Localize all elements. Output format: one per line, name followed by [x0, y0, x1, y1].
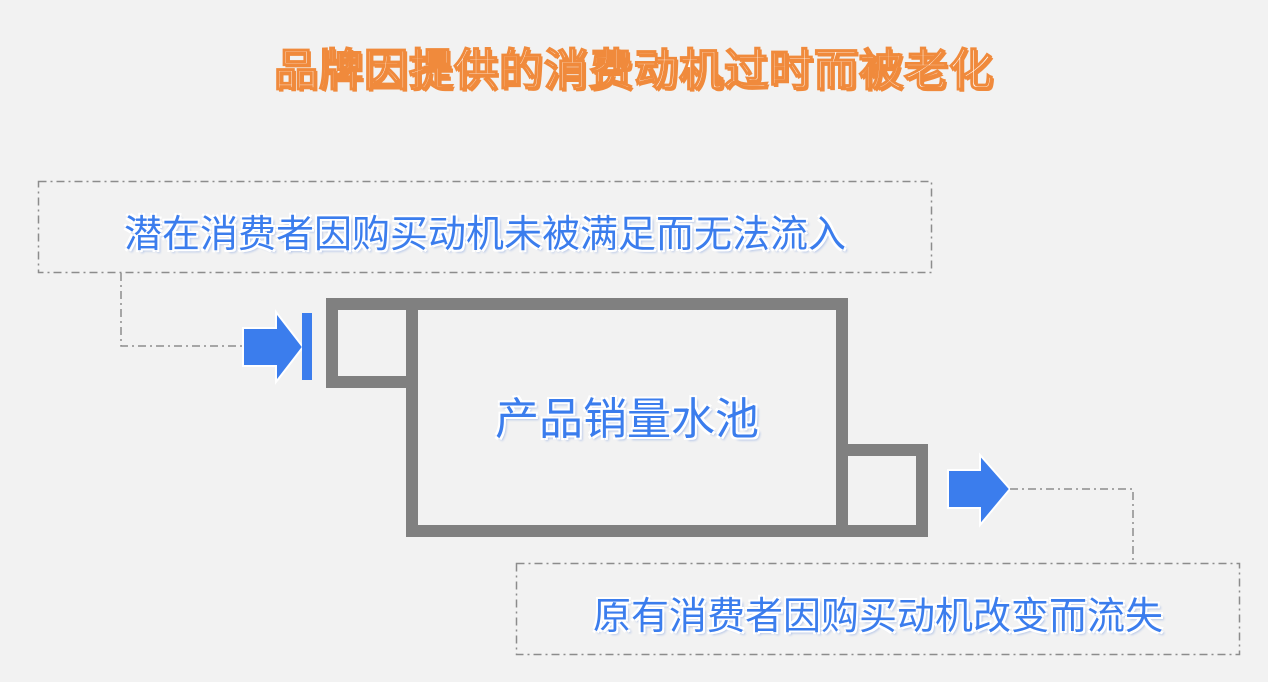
- inflow-connector: [120, 273, 243, 347]
- inflow-valve-bar: [302, 313, 312, 380]
- outflow-arrow-icon: [947, 452, 1012, 528]
- outflow-connector: [1010, 488, 1134, 563]
- pool-label: 产品销量水池: [495, 394, 759, 445]
- inflow-box: [37, 180, 933, 274]
- outflow-label: 原有消费者因购买动机改变而流失: [592, 594, 1163, 638]
- inflow-arrow-icon: [242, 309, 305, 385]
- pool-tank: [326, 298, 928, 537]
- outflow-box: [515, 562, 1241, 656]
- inflow-label: 潜在消费者因购买动机未被满足而无法流入: [123, 212, 846, 256]
- page-title: 品牌因提供的消费动机过时而被老化: [273, 44, 994, 97]
